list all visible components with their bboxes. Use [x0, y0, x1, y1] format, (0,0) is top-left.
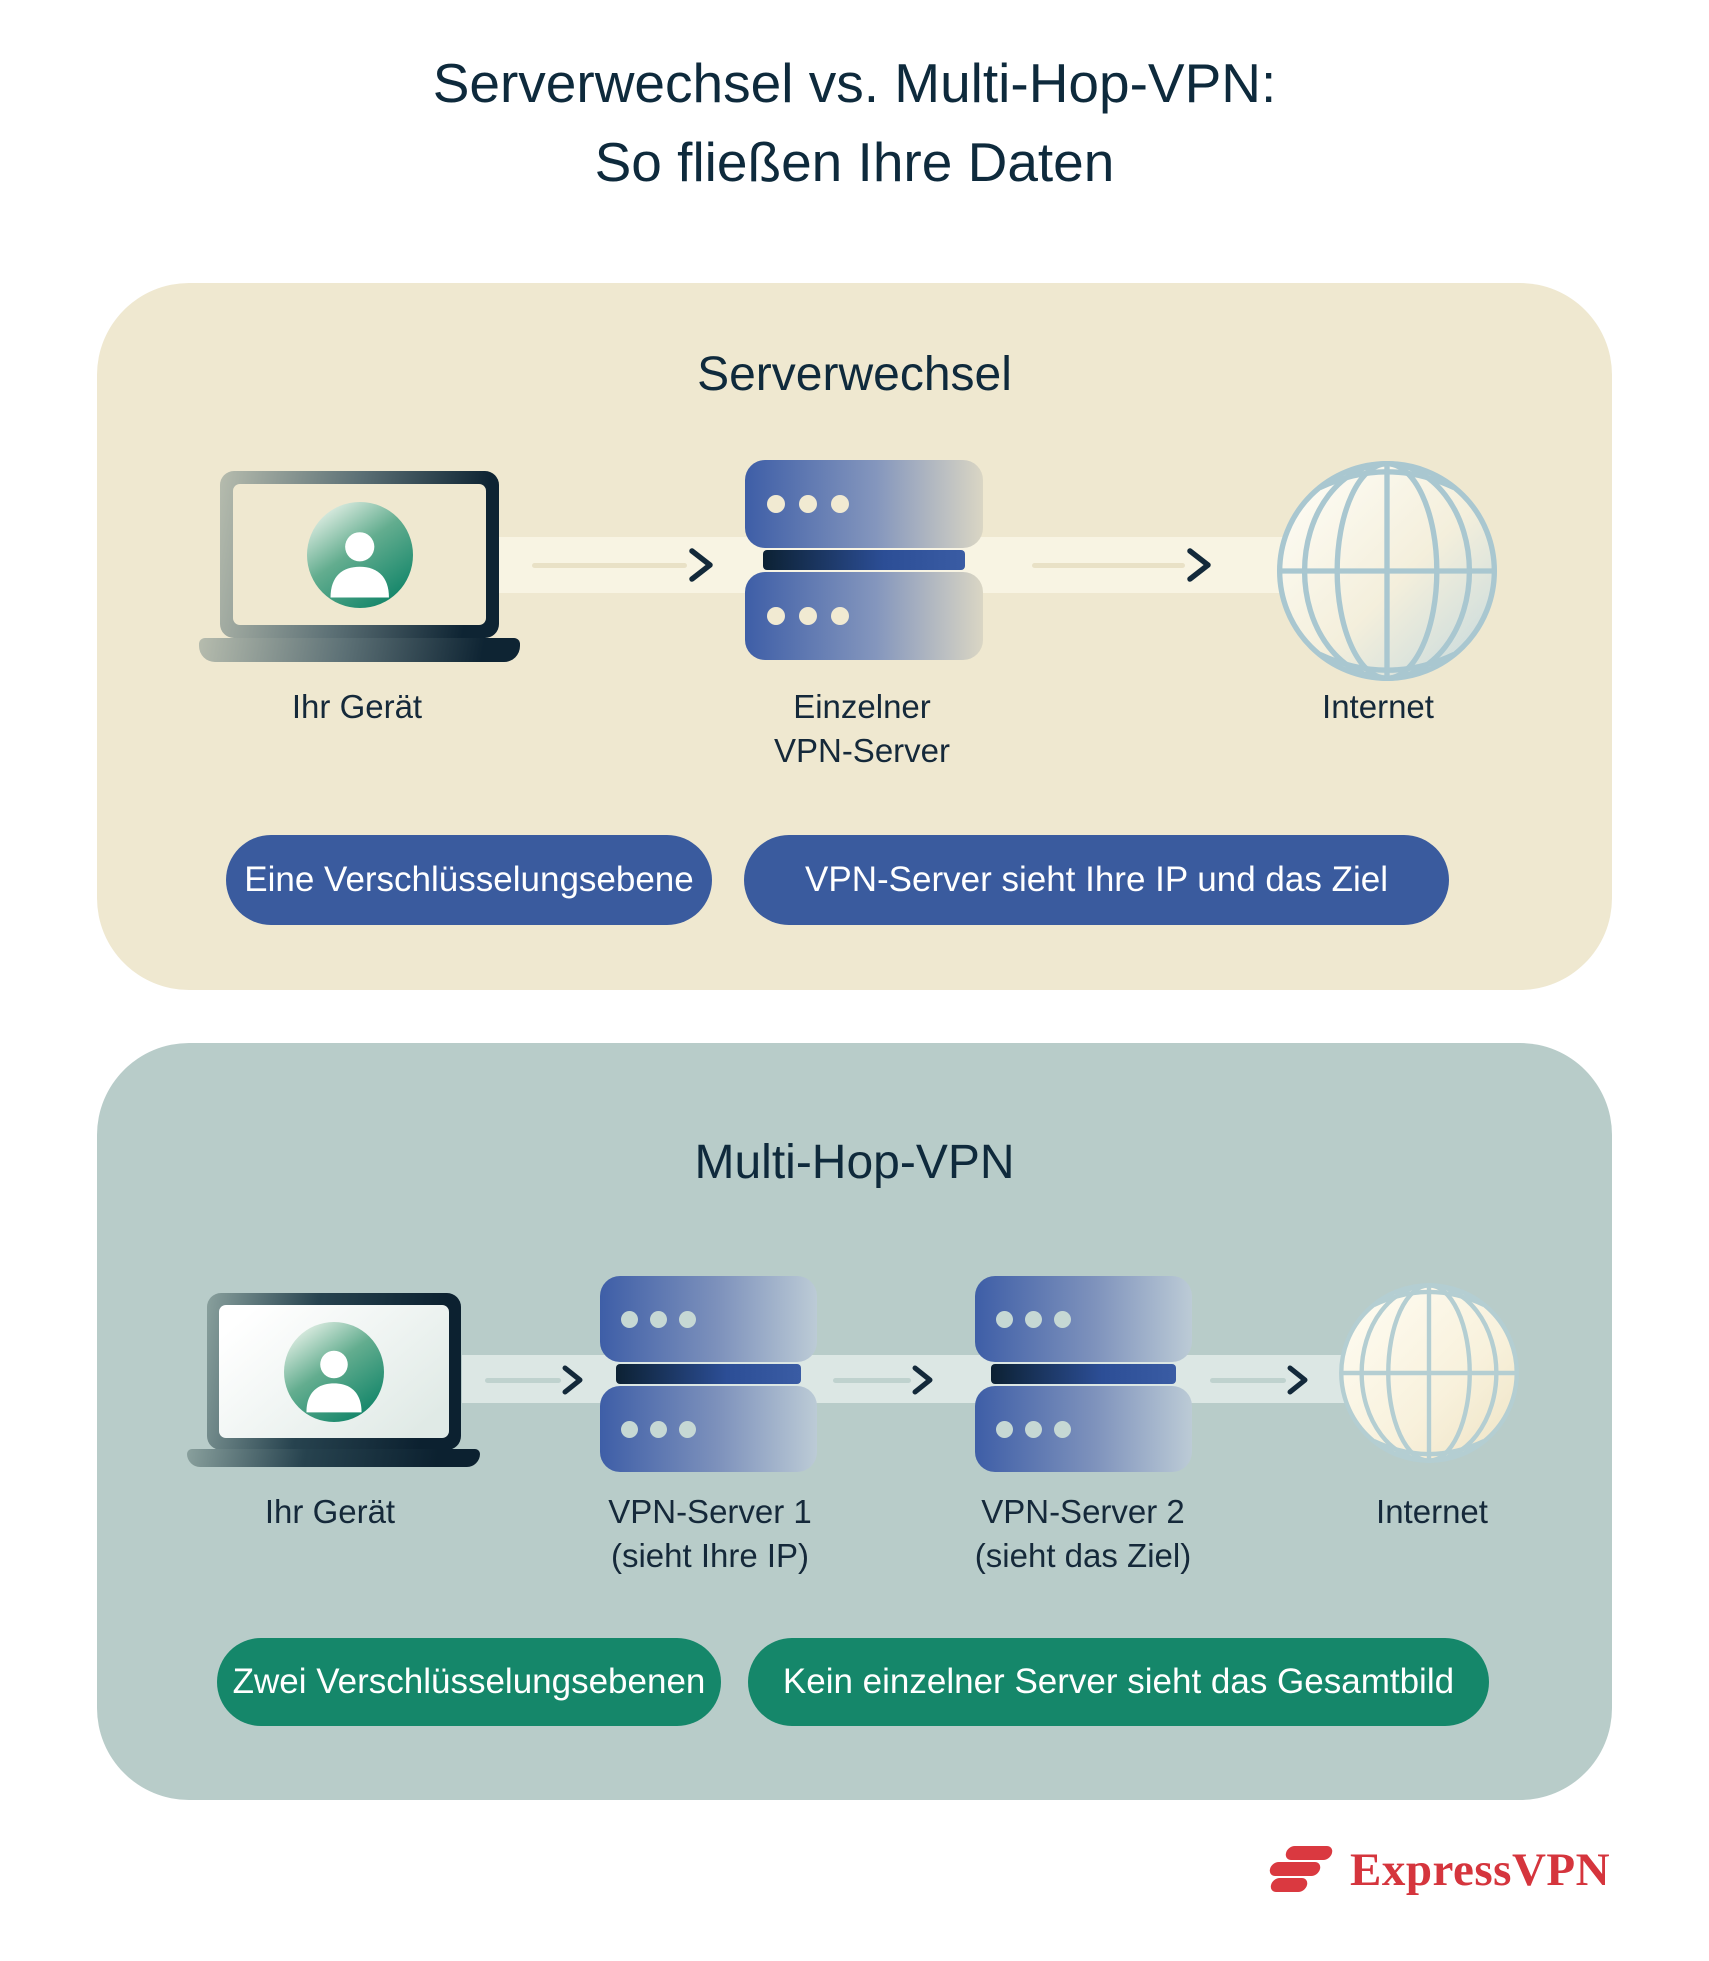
flow-arrow-icon	[1210, 1361, 1311, 1399]
vpn-server-icon	[600, 1276, 817, 1472]
laptop-screen	[233, 484, 486, 625]
vpn-server-icon	[975, 1276, 1192, 1472]
chevron-right-icon	[1287, 1365, 1308, 1395]
node-label-vpn-server-1: VPN-Server 1 (sieht Ihre IP)	[560, 1490, 860, 1578]
server-led-dot	[650, 1420, 667, 1438]
laptop-user-icon	[187, 1293, 480, 1467]
laptop-lid	[207, 1293, 461, 1450]
server-led-dot	[831, 495, 849, 513]
node-label-text: VPN-Server	[773, 732, 951, 769]
server-led-dot	[1025, 1310, 1042, 1328]
node-label-text: Einzelner	[793, 688, 931, 725]
vpn-server-icon	[745, 460, 983, 660]
server-unit	[975, 1276, 1192, 1362]
node-label-internet: Internet	[1228, 685, 1528, 729]
badge-encryption-layers: Zwei Verschlüsselungsebenen	[217, 1638, 721, 1726]
panel-serverwechsel: Serverwechsel	[97, 283, 1612, 990]
node-label-text: (sieht Ihre IP)	[610, 1537, 810, 1574]
flow-line	[532, 562, 687, 568]
server-led-dot	[767, 495, 785, 513]
laptop-user-icon	[199, 471, 520, 662]
server-led-dot	[1054, 1310, 1071, 1328]
laptop-lid	[220, 471, 499, 638]
server-led-dot	[767, 607, 785, 625]
person-icon	[330, 531, 389, 598]
server-led-dot	[1025, 1420, 1042, 1438]
node-label-text: Ihr Gerät	[291, 688, 423, 725]
flow-line	[1032, 562, 1185, 568]
server-led-dot	[621, 1420, 638, 1438]
node-label-internet: Internet	[1282, 1490, 1582, 1534]
page-title: Serverwechsel vs. Multi-Hop-VPN: So fließ…	[0, 44, 1709, 201]
laptop-base	[199, 638, 520, 662]
panel-multihop: Multi-Hop-VPN	[97, 1043, 1612, 1800]
node-label-text: (sieht das Ziel)	[974, 1537, 1192, 1574]
expressvpn-logo: ExpressVPN	[1258, 1843, 1610, 1897]
node-label-text: Internet	[1376, 1493, 1488, 1530]
laptop-screen	[219, 1305, 449, 1438]
server-unit	[600, 1386, 817, 1472]
server-led-dot	[679, 1310, 696, 1328]
flow-arrow-icon	[485, 1361, 586, 1399]
node-label-text: VPN-Server 1	[608, 1493, 812, 1530]
server-led-dot	[650, 1310, 667, 1328]
panel-multihop-heading: Multi-Hop-VPN	[694, 1136, 1015, 1189]
user-avatar	[284, 1321, 384, 1422]
server-unit	[600, 1276, 817, 1362]
server-divider	[763, 550, 965, 570]
panel-serverwechsel-heading: Serverwechsel	[697, 348, 1012, 401]
badge-visibility: Kein einzelner Server sieht das Gesamtbi…	[748, 1638, 1489, 1726]
chevron-right-icon	[1187, 548, 1211, 582]
globe-icon	[1339, 1283, 1519, 1463]
brand-wordmark: ExpressVPN	[1350, 1844, 1611, 1896]
node-label-text: Ihr Gerät	[264, 1493, 396, 1530]
server-led-dot	[996, 1420, 1013, 1438]
chevron-right-icon	[912, 1365, 933, 1395]
flow-line	[833, 1377, 911, 1383]
server-led-dot	[799, 607, 817, 625]
page-title-line2: So fließen Ihre Daten	[594, 130, 1115, 193]
badge-encryption-layers: Eine Verschlüsselungsebene	[226, 835, 712, 925]
page-title-line1: Serverwechsel vs. Multi-Hop-VPN:	[432, 52, 1277, 114]
node-label-device: Ihr Gerät	[207, 685, 507, 729]
server-led-dot	[831, 607, 849, 625]
flow-arrow-icon	[1032, 543, 1216, 587]
server-unit	[745, 460, 983, 548]
server-led-dot	[996, 1310, 1013, 1328]
node-label-device: Ihr Gerät	[180, 1490, 480, 1534]
server-divider	[991, 1364, 1176, 1384]
server-led-dot	[799, 495, 817, 513]
server-led-dot	[679, 1420, 696, 1438]
user-avatar	[306, 501, 413, 608]
flow-arrow-icon	[532, 543, 718, 587]
node-label-text: Internet	[1322, 688, 1434, 725]
flow-line	[485, 1377, 561, 1383]
badge-visibility: VPN-Server sieht Ihre IP und das Ziel	[744, 835, 1449, 925]
node-label-text: VPN-Server 2	[981, 1493, 1185, 1530]
expressvpn-logo-icon	[1269, 1846, 1333, 1892]
flow-line	[1210, 1377, 1286, 1383]
server-divider	[616, 1364, 801, 1384]
server-unit	[975, 1386, 1192, 1472]
chevron-right-icon	[689, 548, 713, 582]
flow-arrow-icon	[833, 1361, 936, 1399]
person-icon	[306, 1350, 362, 1412]
server-led-dot	[1054, 1420, 1071, 1438]
globe-icon	[1276, 460, 1498, 682]
node-label-vpn-server-2: VPN-Server 2 (sieht das Ziel)	[933, 1490, 1233, 1578]
server-unit	[745, 572, 983, 660]
laptop-base	[187, 1449, 480, 1467]
server-led-dot	[621, 1310, 638, 1328]
chevron-right-icon	[562, 1365, 583, 1395]
